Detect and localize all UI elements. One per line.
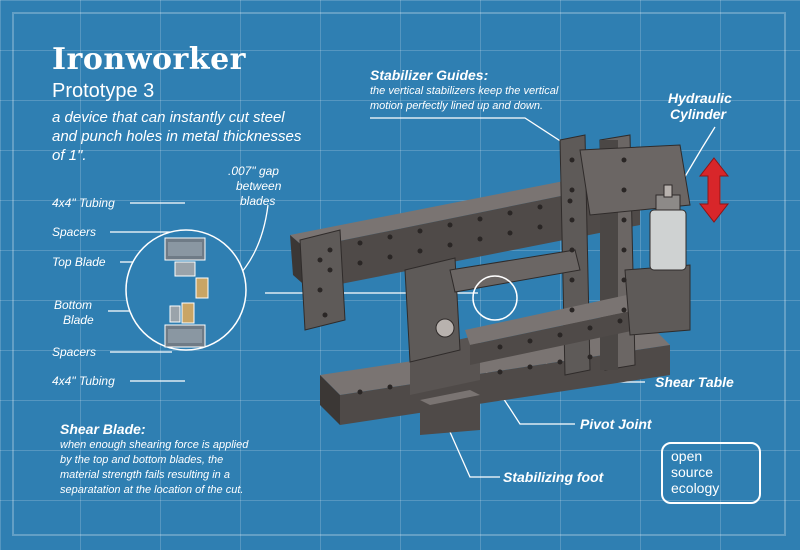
callout-stabilizer-guides: Stabilizer Guides: [370,67,489,83]
label-spacers-bottom: Spacers [52,345,97,359]
stabilizer-text-2: motion perfectly lined up and down. [370,100,544,112]
shear-blade-line-1: when enough shearing force is applied [60,439,249,451]
shear-blade-line-2: by the top and bottom blades, the [60,454,224,466]
page-title: Ironworker [52,42,246,77]
label-bottom-blade-2: Blade [63,313,94,327]
ironworker-machine [290,134,691,435]
label-tubing-bottom: 4x4" Tubing [52,374,115,388]
label-spacers-top: Spacers [52,225,97,239]
label-bottom-blade-1: Bottom [54,298,93,312]
label-gap-2: between [236,179,282,193]
logo-line-1: open [671,448,703,464]
callout-stabilizing-foot: Stabilizing foot [503,469,604,485]
callout-pivot-joint: Pivot Joint [580,416,652,432]
motion-arrow [698,157,730,223]
open-source-ecology-logo: open source ecology [661,442,761,504]
logo-line-2: source [671,464,714,480]
blade-detail-circle [125,229,247,351]
callout-hydraulic-1: Hydraulic [668,90,732,106]
label-gap-3: blades [240,194,276,208]
description: a device that can instantly cut steel an… [52,109,302,164]
page-subtitle: Prototype 3 [52,80,155,102]
blueprint-border [12,12,786,536]
shear-blade-heading: Shear Blade: [60,421,146,437]
callout-hydraulic-2: Cylinder [670,106,727,122]
label-tubing-top: 4x4" Tubing [52,196,115,210]
shear-blade-line-4: separatation at the location of the cut. [60,484,244,496]
callout-shear-table: Shear Table [655,374,734,390]
label-gap-1: .007" gap [228,164,279,178]
stabilizer-text-1: the vertical stabilizers keep the vertic… [370,85,559,97]
label-top-blade: Top Blade [52,255,106,269]
shear-blade-line-3: material strength fails resulting in a [60,469,230,481]
logo-line-3: ecology [671,480,720,496]
